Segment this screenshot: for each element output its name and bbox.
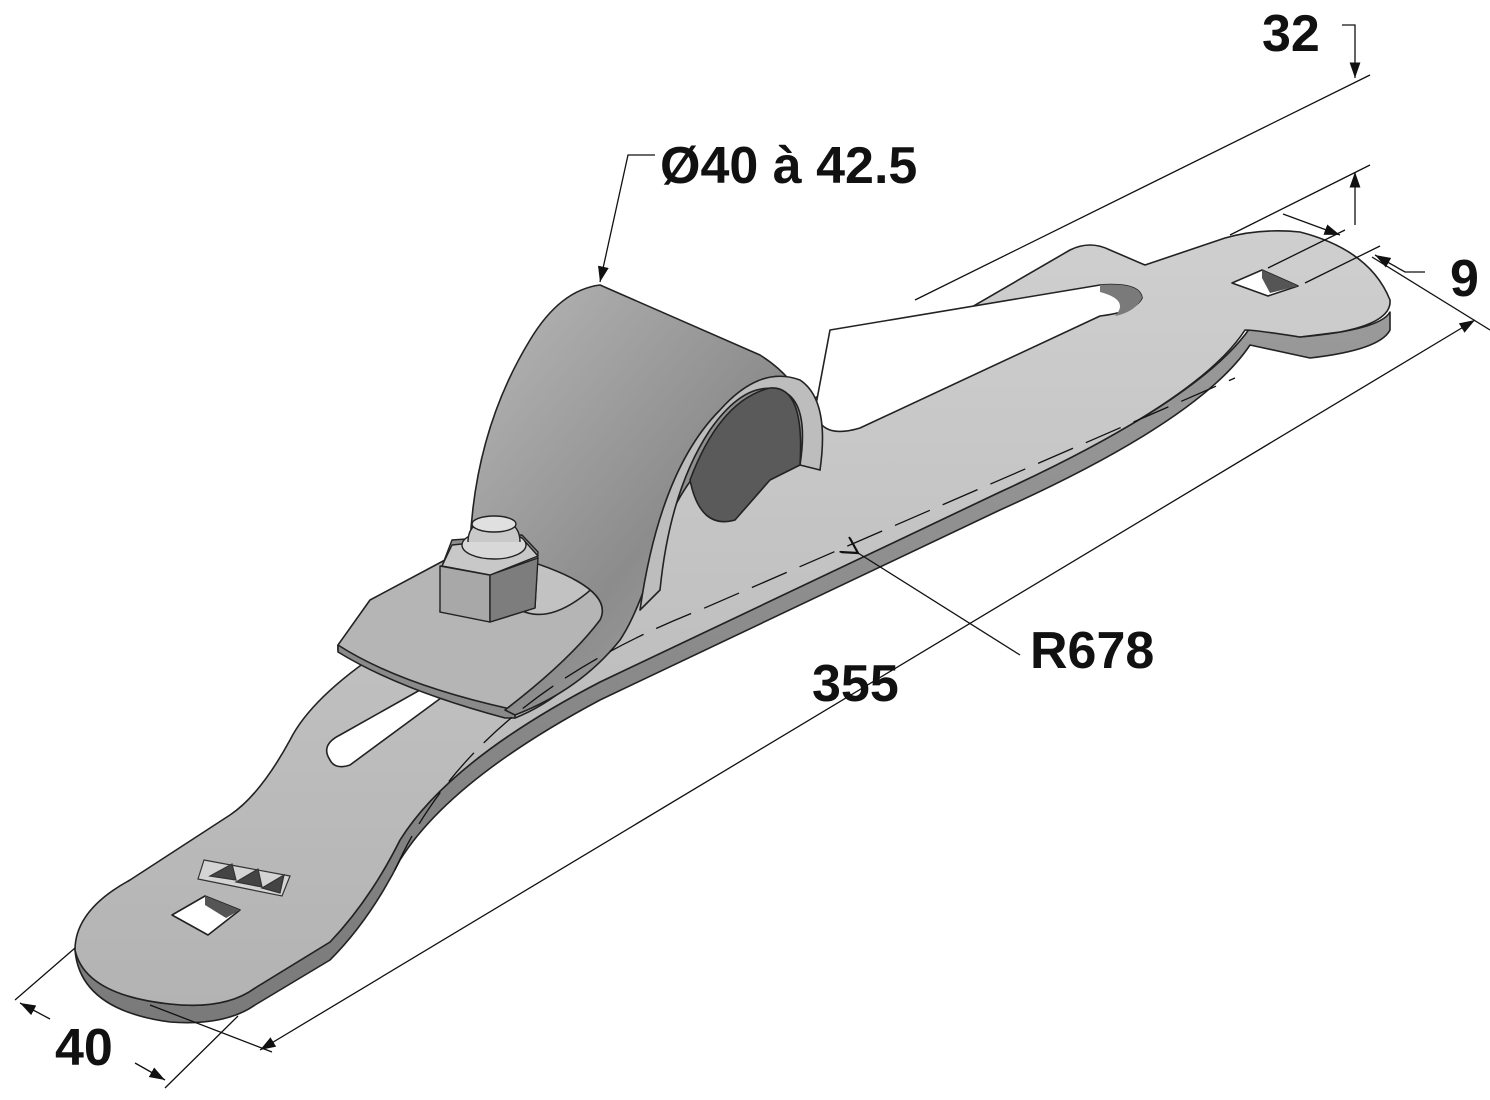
dimension-lines bbox=[14, 24, 1490, 1089]
width-dimension-label: 40 bbox=[55, 1019, 113, 1077]
pipe-clamp bbox=[337, 284, 824, 719]
height-dimension-label: 32 bbox=[1262, 5, 1320, 63]
diameter-symbol: Ø bbox=[660, 137, 701, 195]
radius-dimension-label: R678 bbox=[1030, 622, 1155, 680]
clamp-diameter-label: Ø40 à 42.5 bbox=[660, 140, 917, 192]
length-dimension-label: 355 bbox=[812, 655, 899, 713]
clamp-diameter-value: 40 à 42.5 bbox=[700, 137, 918, 195]
radius-centre-line bbox=[394, 377, 1236, 871]
thickness-dimension-label: 9 bbox=[1450, 250, 1479, 308]
